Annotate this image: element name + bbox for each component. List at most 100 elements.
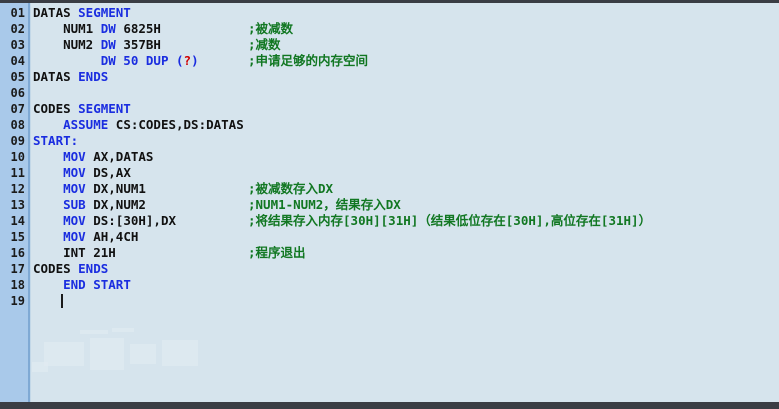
- line-number: 06: [10, 86, 25, 100]
- code-line[interactable]: MOV AX,DATAS: [33, 149, 779, 165]
- code-token-plain: CODES: [33, 101, 79, 116]
- code-line-source: ASSUME CS:CODES,DS:DATAS: [33, 117, 244, 133]
- code-line-comment: ;程序退出: [248, 245, 306, 260]
- gutter-divider: [28, 3, 30, 402]
- code-line[interactable]: SUB DX,NUM2;NUM1-NUM2，结果存入DX: [33, 197, 779, 213]
- code-line-source: SUB DX,NUM2: [33, 197, 146, 213]
- code-line-comment: ;被减数: [248, 21, 294, 36]
- line-number: 11: [10, 166, 25, 180]
- line-number: 17: [10, 262, 25, 276]
- code-line-source: NUM1 DW 6825H: [33, 21, 161, 37]
- code-line-comment: ;减数: [248, 37, 281, 52]
- code-line[interactable]: DATAS ENDS: [33, 69, 779, 85]
- code-line[interactable]: DW 50 DUP (?) ;申请足够的内存空间: [33, 53, 779, 69]
- code-line[interactable]: NUM2 DW 357BH ;减数: [33, 37, 779, 53]
- code-line[interactable]: [33, 85, 779, 101]
- code-token-plain: AH,4CH: [85, 229, 139, 244]
- code-line[interactable]: DATAS SEGMENT: [33, 5, 779, 21]
- line-number: 04: [10, 54, 25, 68]
- code-token-plain: [33, 277, 63, 292]
- line-number: 02: [10, 22, 25, 36]
- code-line[interactable]: INT 21H ;程序退出: [33, 245, 779, 261]
- code-line[interactable]: END START: [33, 277, 779, 293]
- line-number: 15: [10, 230, 25, 244]
- code-line[interactable]: MOV DX,NUM1 ;被减数存入DX: [33, 181, 779, 197]
- code-token-plain: DX,NUM2: [85, 197, 146, 212]
- code-line-comment: ;申请足够的内存空间: [248, 53, 369, 68]
- line-number: 16: [10, 246, 25, 260]
- code-line-source: NUM2 DW 357BH: [33, 37, 161, 53]
- code-line[interactable]: START:: [33, 133, 779, 149]
- line-number-gutter[interactable]: [0, 3, 28, 402]
- code-token-plain: [33, 181, 63, 196]
- line-number: 08: [10, 118, 25, 132]
- line-number: 07: [10, 102, 25, 116]
- code-line-comment: ;将结果存入内存[30H][31H]（结果低位存在[30H],高位存在[31H]…: [248, 213, 652, 228]
- code-line-source: DATAS ENDS: [33, 69, 108, 85]
- code-token-kw: ENDS: [78, 261, 109, 276]
- code-token-plain: AX,DATAS: [85, 149, 154, 164]
- code-token-kw: ASSUME: [63, 117, 109, 132]
- code-token-plain: DATAS: [33, 5, 79, 20]
- code-line-source: START:: [33, 133, 78, 149]
- code-token-plain: DX,NUM1: [85, 181, 146, 196]
- code-text-area[interactable]: DATAS SEGMENT NUM1 DW 6825H ;被减数 NUM2 DW …: [33, 5, 779, 309]
- code-token-kw: END START: [63, 277, 131, 292]
- window-chrome-bottom-edge: [0, 402, 779, 409]
- code-token-kw: MOV: [63, 181, 86, 196]
- line-number: 01: [10, 6, 25, 20]
- code-token-kw: DW 50 DUP (: [100, 53, 184, 68]
- code-token-kw: MOV: [63, 229, 86, 244]
- code-token-red: ?: [183, 53, 192, 68]
- code-token-kw: MOV: [63, 213, 86, 228]
- code-token-kw: DW: [100, 21, 116, 36]
- line-number: 19: [10, 294, 25, 308]
- code-line[interactable]: CODES ENDS: [33, 261, 779, 277]
- code-token-kw: START:: [33, 133, 79, 148]
- code-line[interactable]: MOV DS,AX: [33, 165, 779, 181]
- window-chrome-top-edge: [0, 0, 779, 3]
- code-token-plain: [33, 229, 63, 244]
- code-line[interactable]: NUM1 DW 6825H ;被减数: [33, 21, 779, 37]
- code-token-kw: SEGMENT: [78, 101, 131, 116]
- background-watermark: [30, 322, 250, 382]
- code-token-plain: [33, 213, 63, 228]
- code-line-source: DW 50 DUP (?): [33, 53, 199, 69]
- text-caret: [61, 294, 63, 308]
- code-line-comment: ;被减数存入DX: [248, 181, 334, 196]
- code-line[interactable]: MOV DS:[30H],DX ;将结果存入内存[30H][31H]（结果低位存在…: [33, 213, 779, 229]
- code-line-source: MOV DS:[30H],DX: [33, 213, 176, 229]
- line-number: 05: [10, 70, 25, 84]
- code-line[interactable]: [33, 293, 779, 309]
- code-token-plain: DS,AX: [85, 165, 131, 180]
- code-line[interactable]: CODES SEGMENT: [33, 101, 779, 117]
- code-token-plain: [33, 165, 63, 180]
- code-line-source: INT 21H: [33, 245, 116, 261]
- code-line-source: DATAS SEGMENT: [33, 5, 131, 21]
- code-token-plain: 6825H: [115, 21, 161, 36]
- line-number: 10: [10, 150, 25, 164]
- code-token-kw: SUB: [63, 197, 86, 212]
- code-line-source: MOV AX,DATAS: [33, 149, 153, 165]
- code-line-source: END START: [33, 277, 131, 293]
- code-token-plain: NUM2: [33, 37, 101, 52]
- code-token-kw: ENDS: [78, 69, 109, 84]
- code-token-plain: [33, 149, 63, 164]
- code-token-plain: 357BH: [115, 37, 161, 52]
- line-number: 03: [10, 38, 25, 52]
- code-token-plain: [33, 117, 63, 132]
- line-number: 09: [10, 134, 25, 148]
- code-token-kw: SEGMENT: [78, 5, 131, 20]
- code-line[interactable]: ASSUME CS:CODES,DS:DATAS: [33, 117, 779, 133]
- code-token-kw: DW: [100, 37, 116, 52]
- code-token-plain: [33, 197, 63, 212]
- code-token-plain: CODES: [33, 261, 79, 276]
- code-token-kw: MOV: [63, 165, 86, 180]
- code-line-source: CODES SEGMENT: [33, 101, 131, 117]
- code-token-plain: DS:[30H],DX: [85, 213, 176, 228]
- line-number: 13: [10, 198, 25, 212]
- code-line[interactable]: MOV AH,4CH: [33, 229, 779, 245]
